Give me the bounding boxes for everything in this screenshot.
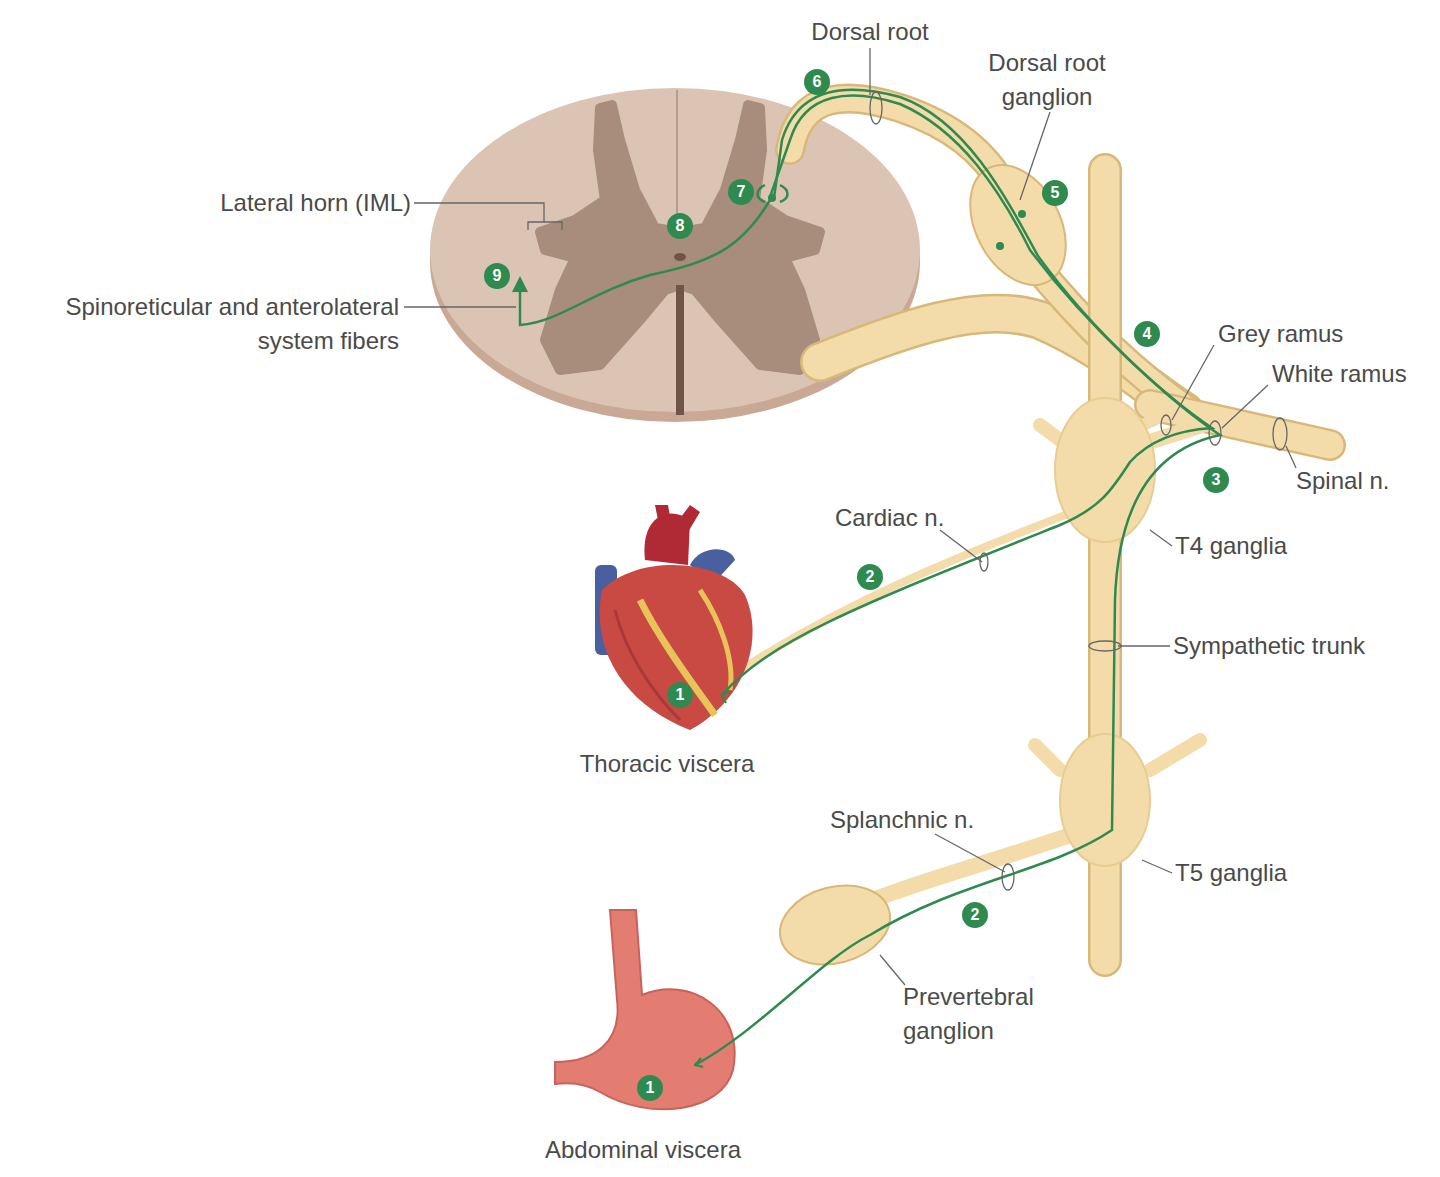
callout-number: 6	[804, 69, 830, 95]
prevertebral-ganglion	[771, 874, 899, 976]
part-label: Thoracic viscera	[547, 747, 787, 781]
callout-number: 1	[637, 1075, 663, 1101]
part-label: Cardiac n.	[835, 501, 995, 535]
part-label: Sympathetic trunk	[1173, 629, 1433, 663]
anterior-fissure	[676, 285, 684, 415]
cell-body	[1018, 210, 1026, 218]
callout-number: 9	[484, 263, 510, 289]
callout-number: 4	[1134, 321, 1160, 347]
callout-number: 5	[1042, 180, 1068, 206]
nerve-trunks	[740, 98, 1330, 960]
cell-body	[768, 194, 776, 202]
synapse-marks	[758, 185, 788, 202]
callout-number: 7	[728, 179, 754, 205]
afferent-fibers	[520, 90, 1220, 1065]
arrow-head	[512, 276, 528, 292]
part-label: T5 ganglia	[1175, 856, 1375, 890]
part-label: Dorsal root ganglion	[962, 46, 1132, 114]
nerve-endings	[695, 691, 730, 1067]
part-label: Lateral horn (IML)	[151, 186, 411, 220]
stomach-illustration	[555, 910, 735, 1109]
t5-ganglion	[1060, 734, 1150, 866]
part-label: Prevertebral ganglion	[903, 980, 1078, 1048]
callout-number: 2	[857, 564, 883, 590]
part-label: Dorsal root	[770, 15, 970, 49]
part-label: Grey ramus	[1218, 317, 1418, 351]
part-label: White ramus	[1272, 357, 1440, 391]
part-label: Splanchnic n.	[830, 803, 1030, 837]
cell-body	[996, 242, 1004, 250]
callout-number: 1	[667, 682, 693, 708]
part-label: Spinoreticular and anterolateral system …	[0, 290, 399, 358]
callout-number: 2	[962, 902, 988, 928]
central-canal	[674, 253, 686, 261]
part-label: T4 ganglia	[1175, 529, 1375, 563]
leader-lines	[404, 48, 1296, 985]
part-label: Spinal n.	[1296, 464, 1436, 498]
part-label: Abdominal viscera	[513, 1133, 773, 1167]
callout-number: 3	[1203, 467, 1229, 493]
callout-number: 8	[667, 213, 693, 239]
heart-illustration	[595, 505, 753, 730]
